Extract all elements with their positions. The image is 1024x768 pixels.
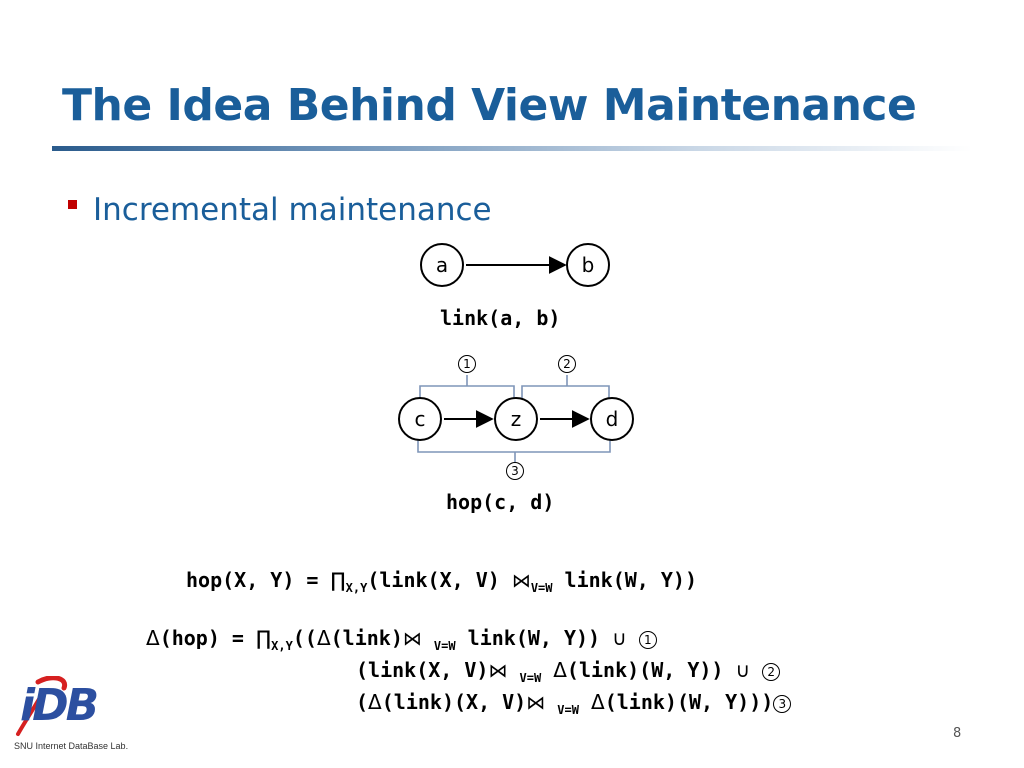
projection-subscript: X,Y [271, 639, 293, 653]
formula-2-part-b: (link) [330, 626, 403, 650]
projection-symbol: ∏ [330, 568, 346, 592]
marker-2-icon: 2 [558, 355, 576, 373]
node-d: d [590, 397, 634, 441]
formula-3-part-b: (link)(W, Y)) [566, 658, 724, 682]
join-symbol: ⋈ [488, 660, 508, 682]
formula-line-3: (link(X, V)⋈ V=W Δ(link)(W, Y)) ∪ 2 [356, 658, 781, 685]
formula-4-part-a: ( [356, 690, 369, 714]
title-underline [52, 146, 972, 151]
join-subscript: V=W [519, 671, 542, 685]
node-a: a [420, 243, 464, 287]
bracket-2 [521, 385, 610, 402]
formula-1-lhs: hop(X, Y) = [186, 568, 331, 592]
page-number: 8 [953, 726, 962, 741]
logo-caption: SNU Internet DataBase Lab. [14, 741, 129, 751]
marker-1-icon: 1 [458, 355, 476, 373]
marker-1-icon: 1 [638, 630, 657, 649]
link-caption: link(a, b) [440, 306, 561, 330]
idb-logo: iDB SNU Internet DataBase Lab. [12, 676, 152, 760]
formula-line-4: (Δ(link)(X, V)⋈ V=W Δ(link)(W, Y)))3 [356, 690, 792, 717]
node-b: b [566, 243, 610, 287]
hop-caption: hop(c, d) [446, 490, 555, 514]
formula-4-part-b: (link)(X, V) [381, 690, 527, 714]
projection-symbol: ∏ [256, 626, 272, 650]
union-symbol: ∪ [735, 658, 751, 682]
marker-3-icon: 3 [506, 462, 524, 480]
bracket-3 [417, 436, 611, 453]
bullet-text: Incremental maintenance [93, 192, 492, 228]
delta-symbol: Δ [553, 658, 567, 682]
join-subscript: V=W [530, 581, 553, 595]
join-subscript: V=W [433, 639, 456, 653]
delta-symbol: Δ [591, 690, 605, 714]
formula-4-part-c: (link)(W, Y))) [604, 690, 774, 714]
formula-2-lhs: (hop) = [159, 626, 257, 650]
marker-2-icon: 2 [762, 662, 781, 681]
formula-line-1: hop(X, Y) = ∏X,Y(link(X, V) ⋈V=W link(W,… [186, 568, 698, 595]
slide-title: The Idea Behind View Maintenance [62, 80, 917, 131]
bracket-1 [419, 385, 515, 402]
join-symbol: ⋈ [402, 628, 422, 650]
delta-symbol: Δ [316, 626, 331, 650]
formula-line-2: Δ(hop) = ∏X,Y((Δ(link)⋈ V=W link(W, Y)) … [146, 626, 657, 653]
bullet-item: Incremental maintenance [68, 192, 492, 228]
logo-letters: iDB [20, 680, 99, 731]
formula-2-part-c: link(W, Y)) [455, 626, 601, 650]
delta-symbol: Δ [368, 690, 382, 714]
formula-3-part-a: (link(X, V) [356, 658, 489, 682]
formula-1-part-b: link(W, Y)) [552, 568, 698, 592]
formula-2-part-a: (( [292, 626, 317, 650]
join-subscript: V=W [557, 703, 579, 717]
marker-3-icon: 3 [773, 694, 792, 713]
node-z: z [494, 397, 538, 441]
projection-subscript: X,Y [345, 581, 368, 595]
node-c: c [398, 397, 442, 441]
formula-1-part-a: (link(X, V) [367, 568, 500, 592]
logo-swoosh-icon [16, 676, 68, 736]
delta-symbol: Δ [146, 626, 160, 650]
union-symbol: ∪ [612, 626, 627, 650]
join-symbol: ⋈ [511, 570, 531, 592]
bullet-square-icon [68, 199, 77, 209]
join-symbol: ⋈ [526, 692, 546, 714]
